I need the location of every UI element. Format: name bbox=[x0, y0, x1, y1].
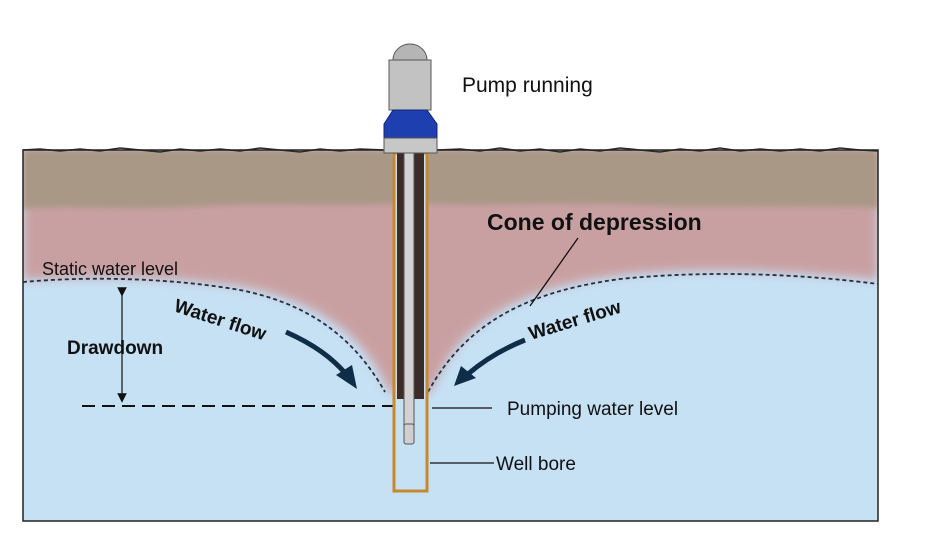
unsaturated-zone bbox=[23, 150, 878, 400]
static-water-level-label: Static water level bbox=[42, 259, 178, 279]
pump-pipe bbox=[403, 152, 415, 430]
drawdown-label: Drawdown bbox=[67, 338, 163, 359]
flow-arrow-left bbox=[284, 329, 357, 389]
flow-arrow-right bbox=[454, 337, 526, 386]
static-water-level-line bbox=[22, 277, 386, 393]
pump-motor bbox=[388, 59, 432, 111]
surface-pump bbox=[383, 43, 438, 154]
static-water-level-line-right bbox=[427, 273, 879, 393]
pump-dome bbox=[392, 43, 428, 61]
well-bore-label: Well bore bbox=[496, 454, 576, 475]
pump-base bbox=[383, 109, 438, 139]
wellhead-plate bbox=[383, 137, 438, 154]
topsoil-layer bbox=[23, 150, 878, 209]
cone-of-depression-label: Cone of depression bbox=[487, 209, 702, 235]
pumping-water-level-label: Pumping water level bbox=[507, 399, 678, 420]
diagram-frame bbox=[22, 149, 879, 522]
submersible-pump bbox=[403, 423, 415, 445]
cone-leader-line bbox=[529, 237, 579, 307]
pump-running-label: Pump running bbox=[462, 74, 593, 97]
